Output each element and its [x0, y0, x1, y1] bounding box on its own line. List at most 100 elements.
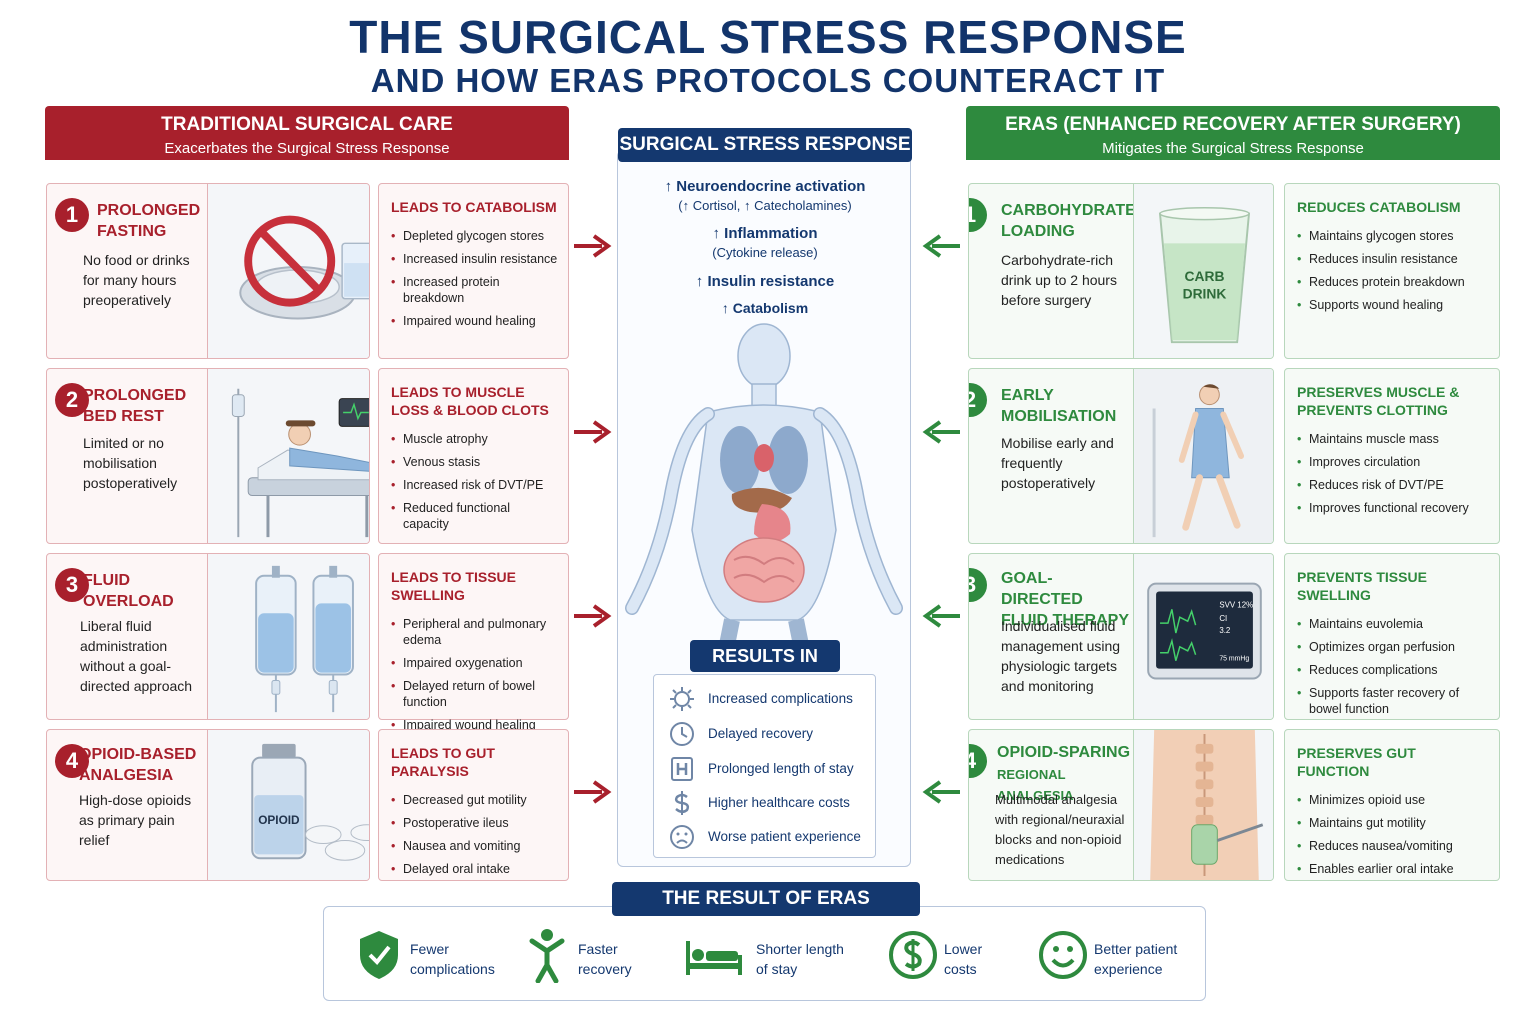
eras-card-mobilisation: 2 EARLY MOBILISATION Mobilise early and … — [968, 368, 1274, 544]
traditional-card-fluid-overload: 3 FLUID OVERLOAD Liberal fluid administr… — [46, 553, 370, 720]
eras-card-fluid-therapy: 3 GOAL-DIRECTED FLUID THERAPY Individual… — [968, 553, 1274, 720]
virus-icon — [670, 687, 694, 711]
effect-item: Maintains glycogen stores — [1297, 228, 1489, 244]
traditional-effect-catabolism: LEADS TO CATABOLISM Depleted glycogen st… — [378, 183, 569, 359]
card-title: FLUID OVERLOAD — [83, 572, 174, 610]
traditional-effect-muscle-loss: LEADS TO MUSCLE LOSS & BLOOD CLOTS Muscl… — [378, 368, 569, 544]
walking-patient-illustration — [1133, 369, 1273, 543]
effect-item: Depleted glycogen stores — [391, 228, 558, 244]
effect-item: Delayed return of bowel function — [391, 678, 558, 710]
effect-title: LEADS TO GUT PARALYSIS — [391, 745, 495, 779]
eras-card-opioid-sparing: 4 OPIOID-SPARING REGIONAL ANALGESIA Mult… — [968, 729, 1274, 881]
carb-label: CARB — [1185, 268, 1225, 284]
arrow-left-icon — [922, 604, 960, 628]
effect-item: Delayed oral intake — [391, 861, 558, 877]
effect-item: Postoperative ileus — [391, 815, 558, 831]
eras-card-carb-loading: 1 CARBOHYDRATE LOADING Carbohydrate-rich… — [968, 183, 1274, 359]
effect-item: Improves functional recovery — [1297, 500, 1489, 516]
arrow-right-icon — [574, 234, 612, 258]
card-title: GOAL-DIRECTED FLUID THERAPY — [1001, 570, 1129, 629]
effect-item: Reduced functional capacity — [391, 500, 558, 532]
effect-title: LEADS TO MUSCLE LOSS & BLOOD CLOTS — [391, 384, 549, 418]
effect-title: LEADS TO TISSUE SWELLING — [391, 569, 516, 603]
arrow-right-icon — [574, 604, 612, 628]
card-title-line2: REGIONAL ANALGESIA — [997, 767, 1074, 803]
card-title: PROLONGED BED REST — [83, 387, 187, 425]
card-description: Mobilise early and frequently postoperat… — [1001, 435, 1114, 491]
stress-sub-inflammation: (Cytokine release) — [712, 245, 818, 260]
arrow-left-icon — [922, 420, 960, 444]
effect-item: Supports wound healing — [1297, 297, 1489, 313]
result-item: Higher healthcare costs — [668, 789, 878, 817]
eras-header-title: ERAS (ENHANCED RECOVERY AFTER SURGERY) — [1005, 114, 1461, 135]
page-subtitle: AND HOW ERAS PROTOCOLS COUNTERACT IT — [370, 62, 1166, 99]
eras-effect-gut: PRESERVES GUT FUNCTION Minimizes opioid … — [1284, 729, 1500, 881]
effect-item: Enables earlier oral intake — [1297, 861, 1489, 877]
effect-item: Supports faster recovery of bowel functi… — [1297, 685, 1489, 717]
arrow-left-icon — [922, 234, 960, 258]
card-description: No food or drinks for many hours preoper… — [83, 252, 190, 308]
opioid-label: OPIOID — [258, 813, 300, 827]
monitor-text: CI — [1219, 614, 1227, 623]
bed-rest-illustration — [207, 369, 369, 543]
drink-label: DRINK — [1183, 286, 1227, 302]
page-title: THE SURGICAL STRESS RESPONSE — [349, 11, 1187, 63]
monitor-illustration: SVV 12% CI 3.2 75 mmHg — [1133, 554, 1273, 719]
step-number: 3 — [55, 568, 89, 602]
arrow-left-icon — [922, 780, 960, 804]
dollar-circle-icon — [889, 931, 937, 979]
card-description: Carbohydrate-rich drink up to 2 hours be… — [1001, 252, 1117, 308]
effect-item: Maintains muscle mass — [1297, 431, 1489, 447]
result-item: Worse patient experience — [668, 823, 878, 851]
effect-item: Impaired wound healing — [391, 313, 558, 329]
arrow-right-icon — [574, 420, 612, 444]
effect-item: Minimizes opioid use — [1297, 792, 1489, 808]
effect-item: Reduces complications — [1297, 662, 1489, 678]
effect-item: Increased insulin resistance — [391, 251, 558, 267]
effect-item: Reduces risk of DVT/PE — [1297, 477, 1489, 493]
monitor-text: 3.2 — [1219, 626, 1230, 635]
result-label: Higher healthcare costs — [708, 795, 850, 810]
effect-item: Increased protein breakdown — [391, 274, 558, 306]
dollar-icon — [674, 791, 690, 815]
stress-line-insulin: ↑ Insulin resistance — [695, 273, 835, 290]
card-description: Limited or no mobilisation postoperative… — [83, 435, 178, 491]
result-label: Delayed recovery — [708, 726, 814, 741]
hospital-icon — [671, 757, 693, 781]
effect-item: Impaired oxygenation — [391, 655, 558, 671]
effect-item: Optimizes organ perfusion — [1297, 639, 1489, 655]
stress-response-header: SURGICAL STRESS RESPONSE — [618, 128, 912, 162]
effect-title: PREVENTS TISSUE SWELLING — [1297, 569, 1427, 603]
effect-item: Reduces insulin resistance — [1297, 251, 1489, 267]
card-description: Individualised fluid management using ph… — [1001, 618, 1121, 694]
effect-item: Reduces nausea/vomiting — [1297, 838, 1489, 854]
card-title: OPIOID-SPARING — [997, 744, 1131, 761]
effect-title: PRESERVES MUSCLE & PREVENTS CLOTTING — [1297, 384, 1460, 418]
result-item: Prolonged length of stay — [668, 755, 878, 783]
card-description: High-dose opioids as primary pain relief — [79, 792, 192, 848]
carb-drink-illustration: CARB DRINK — [1133, 184, 1273, 358]
effect-item: Impaired wound healing — [391, 717, 558, 733]
effect-title: PRESERVES GUT FUNCTION — [1297, 745, 1416, 779]
step-number: 2 — [969, 383, 987, 417]
step-number: 3 — [969, 568, 987, 602]
no-food-icon — [244, 215, 336, 307]
shield-check-icon — [360, 931, 398, 979]
card-title: OPIOID-BASED ANALGESIA — [79, 746, 197, 784]
stress-line-neuroendocrine: ↑ Neuroendocrine activation — [664, 178, 866, 195]
human-body-illustration — [625, 323, 903, 650]
effect-item: Nausea and vomiting — [391, 838, 558, 854]
step-number: 1 — [969, 198, 987, 232]
opioid-vial-illustration: OPIOID — [207, 730, 369, 880]
step-number: 4 — [969, 744, 987, 778]
effect-item: Muscle atrophy — [391, 431, 558, 447]
effect-item: Peripheral and pulmonary edema — [391, 616, 558, 648]
traditional-card-bed-rest: 2 PROLONGED BED REST Limited or no mobil… — [46, 368, 370, 544]
card-title: EARLY MOBILISATION — [1001, 387, 1117, 425]
result-item: Delayed recovery — [668, 720, 878, 748]
